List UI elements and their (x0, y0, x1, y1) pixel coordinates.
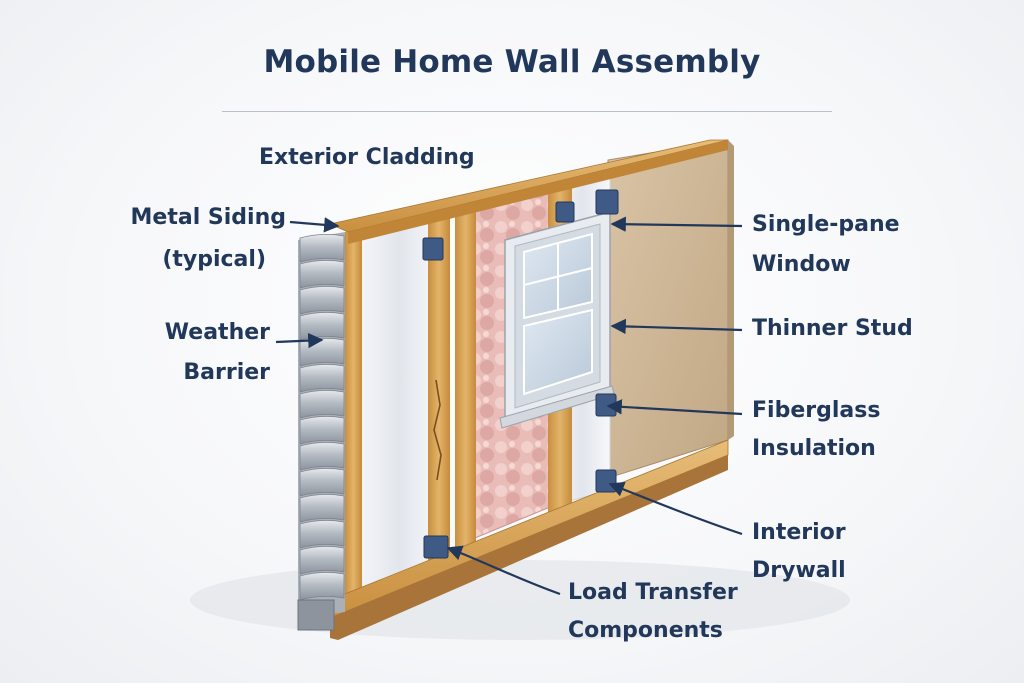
leader-weather-barrier (275, 332, 324, 349)
stud-2 (428, 207, 450, 570)
siding-rib (299, 312, 345, 341)
label-window: Window (752, 252, 851, 277)
diagram-title: Mobile Home Wall Assembly (263, 44, 761, 80)
leader-metal-siding (289, 217, 340, 233)
siding-rib (299, 442, 345, 471)
siding-rib (299, 468, 345, 497)
siding-rib (299, 260, 345, 289)
label-interior: Interior (752, 520, 846, 545)
siding-rib (299, 338, 345, 367)
siding-rib (299, 416, 345, 445)
leader-fiberglass (606, 399, 743, 416)
bottom-sill (330, 455, 728, 640)
load-bracket-bottom-left (423, 535, 449, 559)
label-single-pane: Single-pane (752, 212, 900, 237)
leader-load-transfer (446, 545, 561, 596)
siding-rib (299, 364, 345, 393)
siding-rib (299, 520, 345, 549)
label-thinner-stud: Thinner Stud (752, 316, 913, 341)
floor-shadow (190, 560, 850, 640)
leader-interior-drywall (608, 481, 743, 536)
siding-rib (299, 494, 345, 523)
siding-rib (299, 286, 345, 315)
label-exterior-cladding: Exterior Cladding (259, 145, 475, 170)
siding-rib (299, 546, 345, 575)
stud-crack (433, 379, 442, 481)
label-drywall: Drywall (752, 558, 846, 583)
title-divider (222, 111, 832, 112)
single-pane-window (499, 211, 615, 429)
stud-1 (345, 228, 362, 598)
stud-3 (455, 201, 476, 560)
leader-thinner-stud (610, 318, 743, 335)
top-plate-face (348, 140, 728, 244)
metal-siding (297, 232, 345, 631)
load-bracket-top-left (422, 237, 444, 261)
label-fiberglass: Fiberglass (752, 398, 881, 423)
siding-rib (299, 390, 345, 419)
label-load-transfer: Load Transfer (568, 580, 738, 605)
drywall-edge (728, 140, 734, 440)
leader-single-pane (610, 216, 743, 232)
label-components: Components (568, 618, 723, 643)
label-insulation: Insulation (752, 436, 876, 461)
label-metal-siding: Metal Siding (130, 205, 286, 230)
label-weather: Weather (164, 320, 270, 345)
load-bracket-top-right (595, 189, 619, 215)
siding-rib (299, 234, 345, 263)
label-metal-siding-typical: (typical) (162, 247, 266, 272)
siding-rib (299, 572, 345, 601)
load-bracket-top-mid (555, 201, 575, 223)
load-bracket-bottom-right (595, 469, 617, 493)
label-barrier: Barrier (183, 360, 270, 385)
load-bracket-mid-right (595, 393, 617, 417)
interior-drywall-panel (607, 139, 729, 479)
